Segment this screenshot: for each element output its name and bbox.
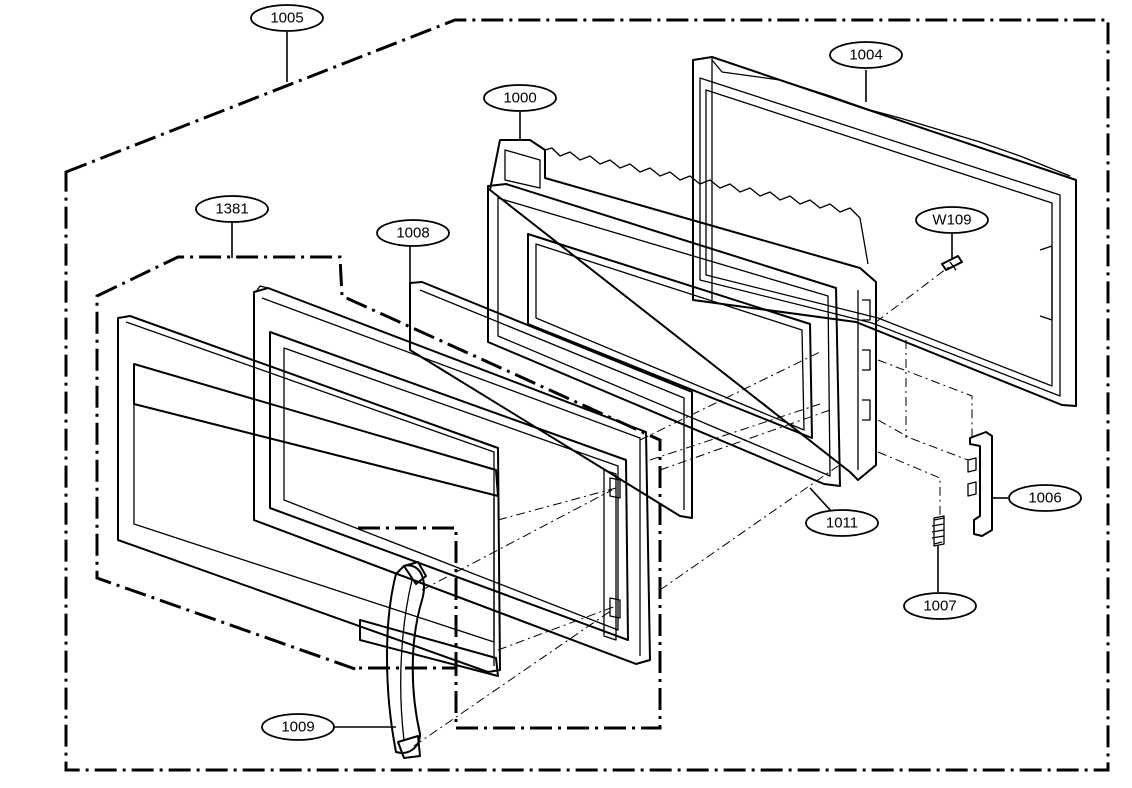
callout-1006: 1006 [1008, 484, 1082, 512]
callout-1005-label: 1005 [270, 10, 303, 27]
callout-1006-label: 1006 [1028, 490, 1061, 507]
assembly-chain-lines [413, 265, 973, 747]
callout-1000: 1000 [483, 84, 557, 112]
callout-1008-label: 1008 [396, 225, 429, 242]
callout-1007: 1007 [903, 592, 977, 620]
part-1381-front-panel [117, 315, 501, 677]
part-1004-rear-frame [692, 56, 1077, 407]
part-1007-spring [931, 515, 945, 547]
part-W109-screw [941, 255, 963, 271]
part-door-middle-frame [253, 285, 651, 665]
subassembly-boundary-1381 [95, 255, 662, 730]
callout-1004-label: 1004 [849, 47, 882, 64]
callout-1011-label: 1011 [826, 515, 858, 532]
assembly-boundary-1005 [64, 18, 1110, 772]
callout-1381-label: 1381 [215, 201, 248, 218]
callout-1005: 1005 [250, 4, 324, 32]
callout-1007-label: 1007 [923, 598, 956, 615]
callout-1009-label: 1009 [281, 719, 314, 736]
part-1008-glass-panel [409, 281, 693, 519]
callout-1004: 1004 [829, 41, 903, 69]
leader-lines [231, 32, 1008, 728]
callout-W109-label: W109 [932, 212, 971, 229]
part-1006-latch [967, 431, 993, 537]
callout-1008: 1008 [376, 219, 450, 247]
callout-1381: 1381 [195, 195, 269, 223]
callout-1011: 1011 [805, 509, 879, 537]
callout-1000-label: 1000 [503, 90, 536, 107]
part-1009-handle [386, 561, 427, 759]
part-1000-door-panel [489, 139, 877, 481]
callout-W109: W109 [915, 206, 989, 234]
part-1011-choke-frame [487, 183, 841, 487]
callout-1009: 1009 [261, 713, 335, 741]
